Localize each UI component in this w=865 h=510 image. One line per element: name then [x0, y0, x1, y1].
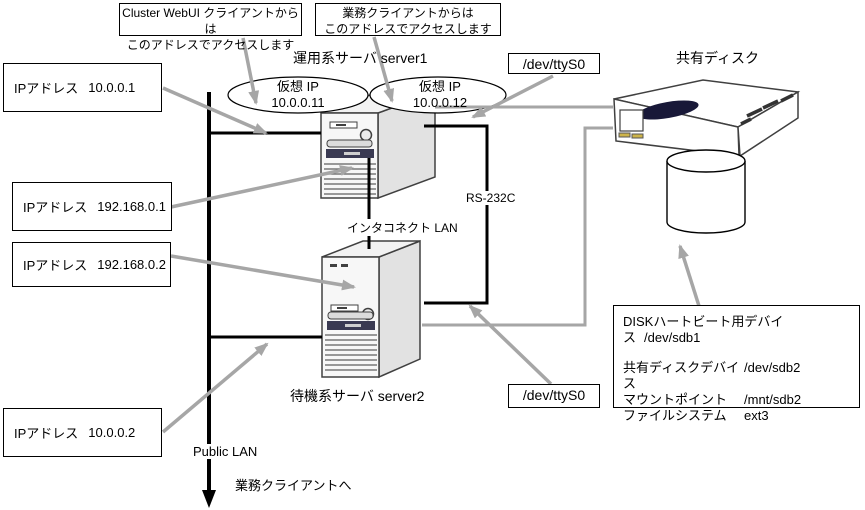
public-lan-label: Public LAN	[190, 444, 261, 459]
vip2-title: 仮想 IP	[419, 79, 461, 94]
arrow-ttys0-top-to-rs232c	[471, 74, 554, 119]
ip-address-box-10-0-0-2: IPアドレス 10.0.0.2	[3, 408, 162, 457]
rs232c-label: RS-232C	[463, 191, 519, 205]
ip-address-box-10-0-0-1: IPアドレス 10.0.0.1	[3, 63, 162, 112]
interconnect-lan-label: インタコネクト LAN	[344, 219, 461, 236]
ttys0-bottom-box: /dev/ttyS0	[508, 384, 600, 408]
disk-device-value: /dev/sdb2	[744, 360, 801, 375]
mount-point-value: /mnt/sdb2	[744, 392, 802, 407]
disk-device-row: 共有ディスクデバイス /dev/sdb2	[623, 360, 859, 392]
arrow-ttys0-bottom-to-rs232c	[468, 304, 553, 386]
filesystem-label: ファイルシステム	[623, 408, 727, 423]
ip1-label: IPアドレス	[14, 81, 79, 96]
vip1-label: 仮想 IP 10.0.0.11	[228, 79, 368, 111]
callout-business-line2: このアドレスでアクセスします	[324, 22, 492, 36]
arrow-ip4-to-public-lan	[161, 342, 269, 434]
vip2-label: 仮想 IP 10.0.0.12	[370, 79, 510, 111]
server2-tower-icon	[321, 239, 421, 379]
ip3-label: IPアドレス	[23, 258, 88, 273]
rs232c-line	[424, 124, 489, 305]
vip2-ellipse	[369, 76, 507, 114]
server2-to-disk-line	[422, 126, 613, 327]
disk-info-spacer	[623, 346, 859, 360]
mount-point-label: マウントポイント	[623, 392, 728, 407]
vip1-address: 10.0.0.11	[271, 95, 325, 110]
ttys0-top-box: /dev/ttyS0	[508, 53, 600, 74]
disk-heartbeat-value: /dev/sdb1	[644, 330, 701, 345]
vip2-address: 10.0.0.12	[412, 95, 468, 110]
to-business-client-label: 業務クライアントへ	[235, 478, 352, 493]
ip4-label: IPアドレス	[14, 426, 79, 441]
disk-info-box: DISKハートビート用デバイス/dev/sdb1 共有ディスクデバイス /dev…	[613, 305, 860, 423]
callout-webui-line1: Cluster WebUI クライアントからは	[122, 6, 299, 36]
disk-device-label: 共有ディスクデバイス	[623, 360, 740, 391]
server2-label: 待機系サーバ server2	[290, 388, 425, 404]
callout-business-client: 業務クライアントからは このアドレスでアクセスします	[315, 3, 501, 36]
ip-address-box-192-168-0-2: IPアドレス 192.168.0.2	[12, 242, 171, 287]
ip4-value: 10.0.0.2	[88, 425, 136, 440]
filesystem-row: ファイルシステム ext3	[623, 408, 859, 424]
public-lan-arrowhead	[202, 490, 216, 508]
shared-disk-title: 共有ディスク	[676, 50, 760, 66]
arrow-ip2-to-server1	[170, 165, 354, 209]
disk-heartbeat-label: DISKハートビート用デバイス	[623, 314, 784, 345]
vip1-title: 仮想 IP	[277, 79, 319, 94]
callout-business-line1: 業務クライアントからは	[342, 6, 474, 20]
arrow-business-callout-to-vip2	[372, 36, 395, 103]
mount-point-row: マウントポイント /mnt/sdb2	[623, 392, 859, 408]
shared-disk-array-icon	[613, 79, 801, 158]
arrow-diskinfo-to-cylinder	[678, 244, 701, 307]
ip-address-box-192-168-0-1: IPアドレス 192.168.0.1	[12, 182, 172, 231]
arrow-ip3-to-server2	[170, 254, 356, 291]
disk-heartbeat-row: DISKハートビート用デバイス/dev/sdb1	[623, 314, 859, 346]
ip3-value: 192.168.0.2	[97, 257, 166, 272]
filesystem-value: ext3	[744, 408, 769, 423]
ip2-value: 192.168.0.1	[97, 199, 166, 214]
callout-webui-line2: このアドレスでアクセスします	[126, 38, 295, 52]
vip1-ellipse	[227, 76, 369, 114]
disk-cylinder-icon	[666, 149, 746, 234]
arrow-webui-callout-to-vip1	[241, 37, 260, 105]
arrow-ip1-to-public-lan	[162, 86, 268, 135]
ip2-label: IPアドレス	[23, 200, 88, 215]
ip1-value: 10.0.0.1	[88, 80, 136, 95]
server1-label: 運用系サーバ server1	[293, 50, 428, 66]
callout-cluster-webui: Cluster WebUI クライアントからは このアドレスでアクセスします	[119, 3, 302, 52]
